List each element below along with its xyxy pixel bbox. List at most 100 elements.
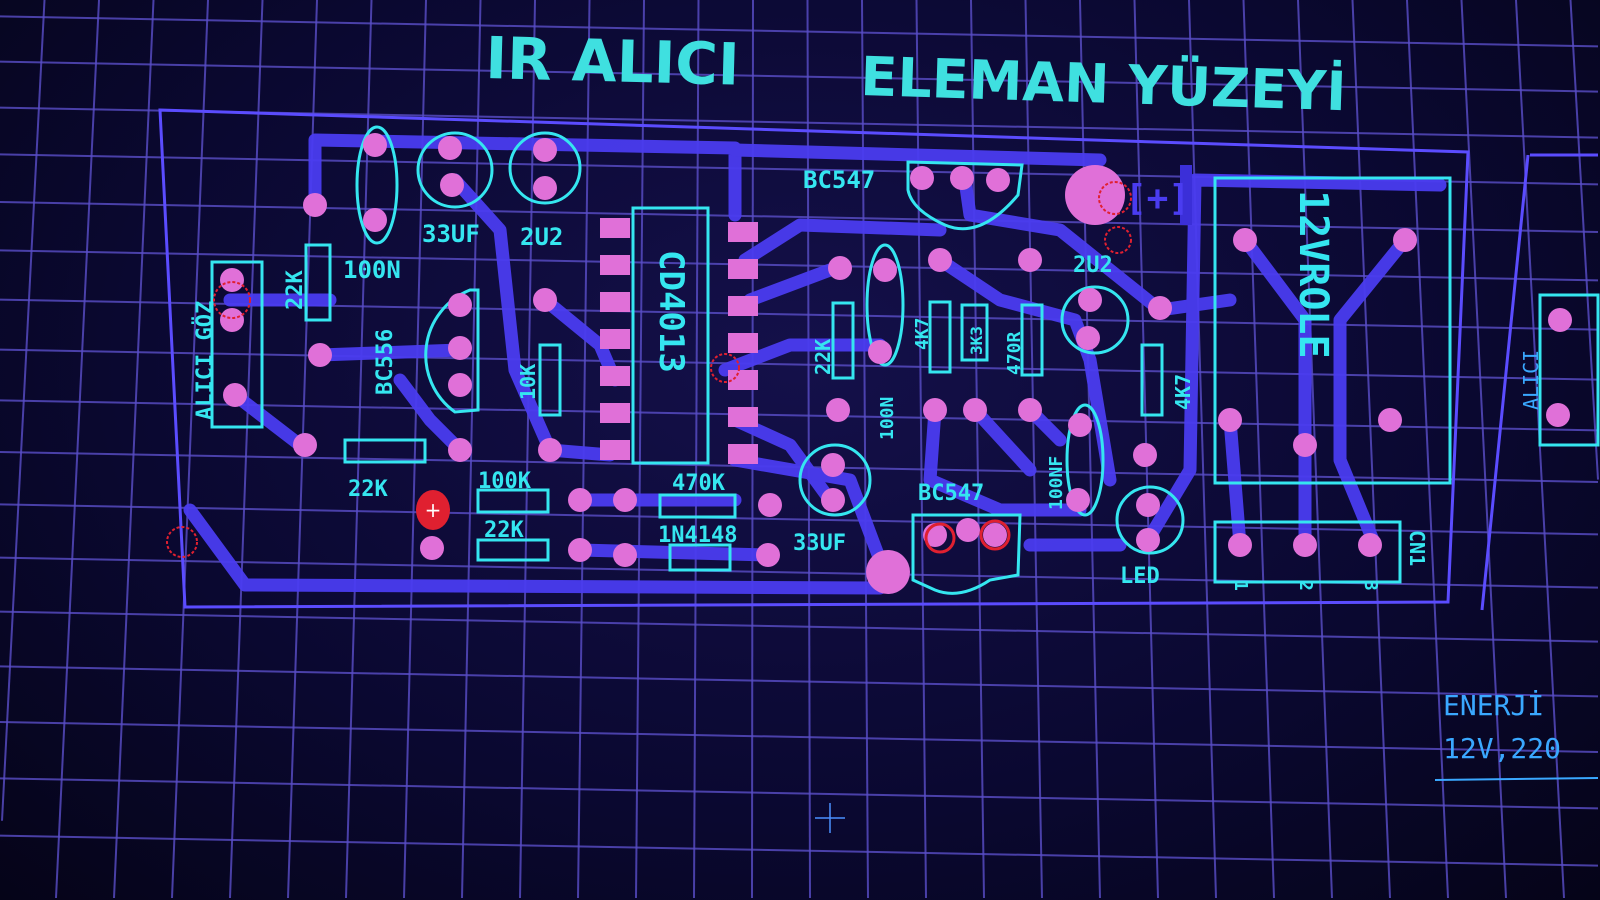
grid-line xyxy=(1351,0,1391,899)
pad xyxy=(1546,403,1570,427)
grid-line xyxy=(1079,0,1101,899)
pad xyxy=(1136,528,1160,552)
pad xyxy=(533,138,557,162)
grid-line xyxy=(1515,0,1565,899)
ic-pad xyxy=(600,218,630,238)
pad xyxy=(303,193,327,217)
neighbor-board-edge xyxy=(1480,154,1530,611)
label-energy-sub: 12V,220 xyxy=(1443,732,1561,765)
large-pad xyxy=(1065,165,1125,225)
pad xyxy=(826,398,850,422)
label-c100n-b: 100N xyxy=(877,397,898,440)
silkscreen xyxy=(210,125,1600,595)
ic-pad xyxy=(728,407,758,427)
label-pin1: 1 xyxy=(1230,580,1251,591)
label-r22k-d: 22K xyxy=(811,339,835,375)
ic-pad xyxy=(728,296,758,316)
label-c2u2-a: 2U2 xyxy=(520,223,563,251)
pad xyxy=(758,493,782,517)
ic-pad xyxy=(728,333,758,353)
label-r10k: 10K xyxy=(516,364,540,400)
grid-line xyxy=(970,0,985,899)
label-neighbor-alici: ALICI xyxy=(1519,350,1543,410)
pad xyxy=(1068,413,1092,437)
pad xyxy=(448,336,472,360)
grid-line xyxy=(113,0,155,899)
grid-line xyxy=(693,0,700,899)
ic-pad xyxy=(728,370,758,390)
label-r22k-b: 22K xyxy=(348,477,388,502)
label-c100n-a: 100N xyxy=(343,256,401,284)
pad xyxy=(956,518,980,542)
grid-line xyxy=(0,15,1599,48)
grid-line xyxy=(0,777,1599,810)
pad xyxy=(448,373,472,397)
pad xyxy=(448,438,472,462)
pad xyxy=(613,488,637,512)
label-r100k: 100K xyxy=(478,469,532,494)
label-r470r: 470R xyxy=(1004,331,1025,375)
ic-pad xyxy=(728,259,758,279)
grid-line xyxy=(0,60,1599,93)
pad xyxy=(1078,288,1102,312)
label-energy-title: ENERJİ xyxy=(1443,689,1544,722)
pad xyxy=(828,256,852,280)
label-led: LED xyxy=(1120,564,1160,589)
label-cd4013: CD4013 xyxy=(651,250,691,373)
label-pin2: 2 xyxy=(1295,580,1316,591)
grid-line xyxy=(0,665,1599,698)
title-eleman-yuzeyi: ELEMAN YÜZEYİ xyxy=(860,45,1348,123)
large-pad xyxy=(866,550,910,594)
label-c33uf-a: 33UF xyxy=(422,220,480,248)
pad xyxy=(756,543,780,567)
label-pin3: 3 xyxy=(1360,580,1381,591)
pads xyxy=(220,133,1572,594)
pad xyxy=(950,166,974,190)
grid-line xyxy=(0,348,1599,381)
label-r4k7-b: 4K7 xyxy=(1171,374,1195,410)
pad xyxy=(963,398,987,422)
label-c10nf: 100NF xyxy=(1046,456,1067,510)
label-r4k7-a: 4K7 xyxy=(912,317,933,350)
pad xyxy=(308,343,332,367)
pad xyxy=(873,258,897,282)
pad xyxy=(420,536,444,560)
label-r22k-c: 22K xyxy=(484,518,524,543)
label-plus: [+] xyxy=(1125,178,1190,219)
pad xyxy=(1136,493,1160,517)
label-cn1: CN1 xyxy=(1405,530,1429,566)
plus-terminal-bracket xyxy=(1180,165,1192,225)
pad xyxy=(1133,443,1157,467)
pad xyxy=(928,248,952,272)
grid-line xyxy=(403,0,427,899)
pad xyxy=(363,133,387,157)
label-bc547-b: BC547 xyxy=(918,481,984,506)
title-ir-alici: IR ALICI xyxy=(485,24,741,99)
pad xyxy=(923,398,947,422)
label-alici-goz: ALICI GÖZ xyxy=(192,301,218,420)
traces xyxy=(183,133,1447,595)
grid-line xyxy=(635,0,645,899)
ic-pad xyxy=(600,329,630,349)
pad xyxy=(1293,533,1317,557)
pad xyxy=(821,488,845,512)
label-relay: 12VROLE xyxy=(1290,190,1336,359)
crosshair-icon xyxy=(815,803,845,833)
pad xyxy=(1066,488,1090,512)
pad xyxy=(1018,248,1042,272)
pad xyxy=(868,340,892,364)
grid-line xyxy=(0,201,1599,233)
pad xyxy=(223,383,247,407)
pad xyxy=(613,543,637,567)
pad xyxy=(220,308,244,332)
grid-line xyxy=(0,249,1599,282)
grid-line xyxy=(0,610,1599,643)
pad xyxy=(220,268,244,292)
pad xyxy=(448,293,472,317)
pad xyxy=(1018,398,1042,422)
label-c2u2-b: 2U2 xyxy=(1073,253,1113,278)
ic-pad xyxy=(728,222,758,242)
pad xyxy=(533,176,557,200)
